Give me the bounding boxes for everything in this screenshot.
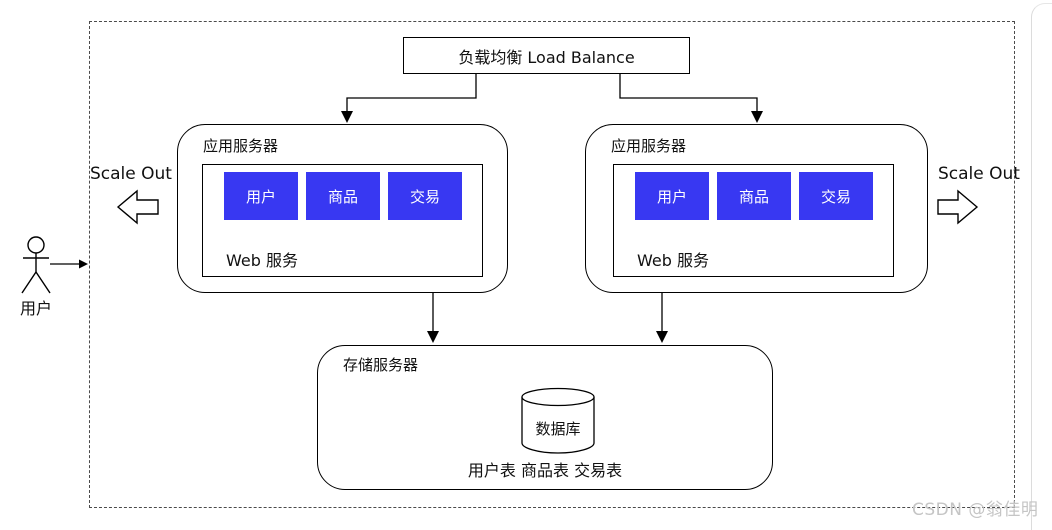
module-user: 用户 bbox=[635, 172, 709, 220]
page-card-edge bbox=[1031, 3, 1052, 530]
load-balancer-label: 负载均衡 Load Balance bbox=[458, 47, 635, 67]
user-actor-icon bbox=[21, 236, 51, 294]
app-server-left-title: 应用服务器 bbox=[203, 137, 279, 155]
module-trade: 交易 bbox=[799, 172, 873, 220]
app-server-right-title: 应用服务器 bbox=[611, 137, 687, 155]
database-cylinder-icon bbox=[521, 387, 595, 454]
scale-out-right-label: Scale Out bbox=[938, 164, 1020, 184]
user-actor-label: 用户 bbox=[20, 299, 53, 318]
tables-label: 用户表 商品表 交易表 bbox=[467, 461, 623, 480]
module-trade: 交易 bbox=[388, 172, 462, 220]
module-user: 用户 bbox=[224, 172, 298, 220]
module-product: 商品 bbox=[717, 172, 791, 220]
module-row-right: 用户 商品 交易 bbox=[635, 172, 873, 220]
system-boundary-dashed-frame bbox=[89, 21, 1015, 508]
csdn-watermark: CSDN @翁佳明 bbox=[912, 500, 1039, 520]
web-service-box-right: 用户 商品 交易 Web 服务 bbox=[613, 164, 894, 277]
app-server-left: 应用服务器 用户 商品 交易 Web 服务 bbox=[177, 124, 508, 293]
storage-server-title: 存储服务器 bbox=[343, 356, 419, 374]
web-service-label-left: Web 服务 bbox=[226, 251, 298, 270]
module-row-left: 用户 商品 交易 bbox=[224, 172, 462, 220]
storage-server-box: 存储服务器 数据库 用户表 商品表 交易表 bbox=[317, 345, 773, 490]
database-label: 数据库 bbox=[535, 420, 581, 438]
module-product: 商品 bbox=[306, 172, 380, 220]
arrowhead-right-user-icon bbox=[79, 259, 88, 269]
web-service-box-left: 用户 商品 交易 Web 服务 bbox=[202, 164, 483, 277]
web-service-label-right: Web 服务 bbox=[637, 251, 709, 270]
scale-out-left-label: Scale Out bbox=[90, 164, 172, 184]
app-server-right: 应用服务器 用户 商品 交易 Web 服务 bbox=[585, 124, 928, 293]
load-balancer-box: 负载均衡 Load Balance bbox=[403, 37, 690, 74]
